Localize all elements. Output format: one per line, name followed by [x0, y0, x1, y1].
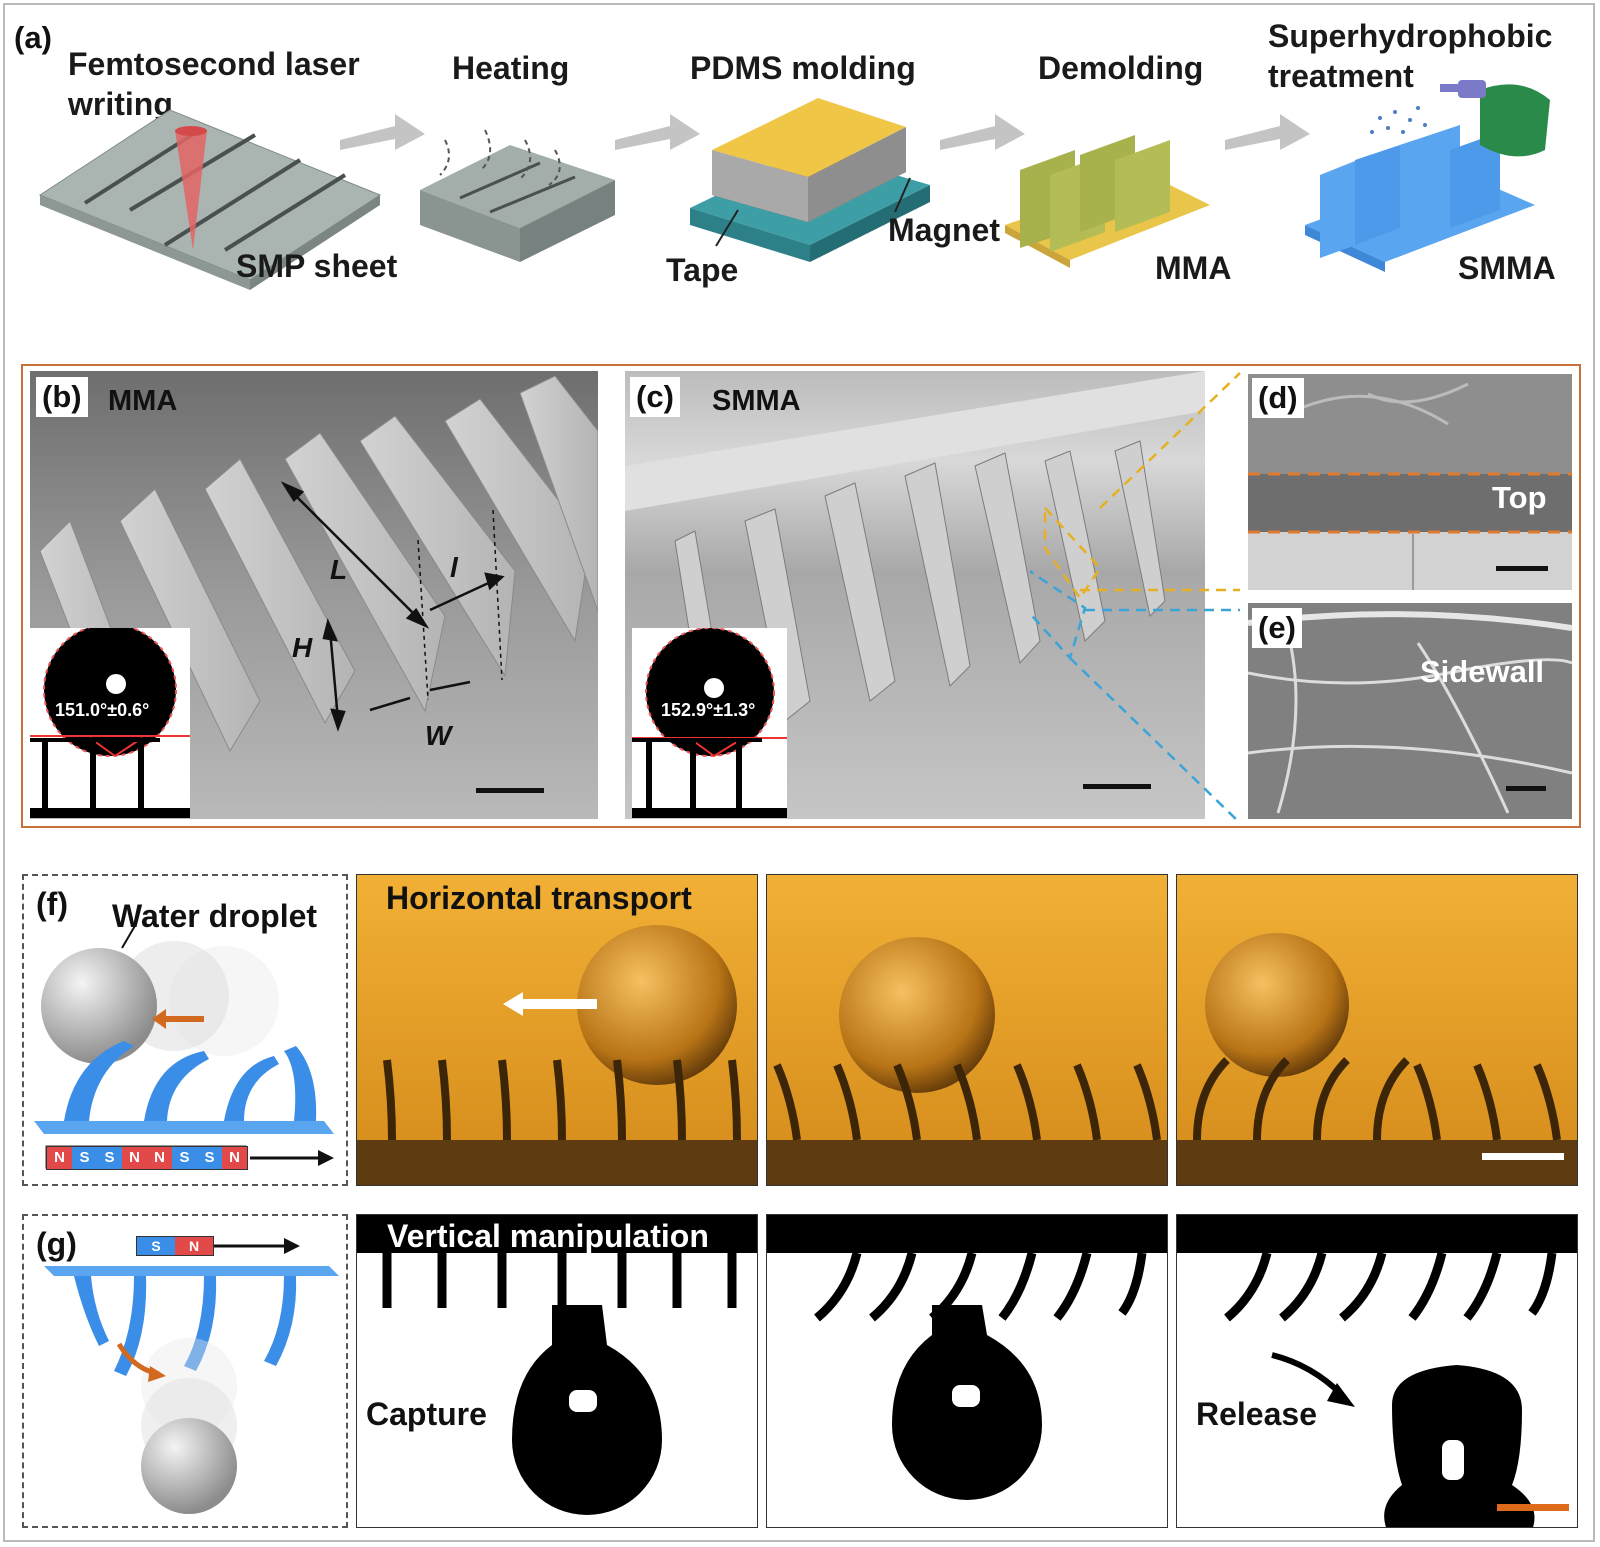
process-arrow — [940, 114, 1025, 150]
panel-e-label: Sidewall — [1420, 654, 1545, 689]
process-arrow — [615, 114, 700, 150]
transport-photo-3 — [1176, 874, 1578, 1186]
step-5-caption: SMMA — [1458, 250, 1556, 286]
tape-label: Tape — [666, 252, 739, 288]
panel-e-tag: (e) — [1252, 608, 1302, 648]
magnet-pole-n: N — [47, 1147, 72, 1169]
dim-l-small-label: l — [450, 552, 458, 583]
panel-f-schematic-box — [22, 874, 348, 1186]
manipulation-photo-2 — [766, 1214, 1168, 1528]
figure-frame — [3, 3, 1595, 1542]
step-2-title: Heating — [452, 50, 570, 86]
pdms-mold-illustration — [690, 98, 930, 262]
manipulation-photo-1 — [356, 1214, 758, 1528]
transport-photo-1 — [356, 874, 758, 1186]
magnet-pole-s: S — [172, 1147, 197, 1169]
heated-block-illustration — [420, 129, 615, 262]
dimension-annotations — [280, 481, 505, 732]
contact-angle-c: 152.9°±1.3° — [661, 700, 756, 720]
panel-e-sem-image — [1248, 603, 1572, 819]
panel-c-sem-image — [625, 371, 1205, 819]
scale-bar — [1083, 784, 1151, 789]
panel-c-label: SMMA — [712, 385, 801, 417]
mma-illustration — [1005, 135, 1210, 268]
contact-angle-b: 151.0°±0.6° — [55, 700, 150, 720]
process-arrow — [1225, 114, 1310, 150]
magnet-pole-n: N — [147, 1147, 172, 1169]
panel-a-tag: (a) — [14, 20, 52, 55]
zoom-guides — [1030, 372, 1241, 824]
smma-illustration — [1305, 106, 1535, 272]
panel-g-schematic-box — [22, 1214, 348, 1528]
magnet-pole-n: N — [222, 1147, 247, 1169]
step-5-title: Superhydrophobic treatment — [1268, 18, 1553, 94]
release-label: Release — [1196, 1396, 1317, 1432]
step-4-caption: MMA — [1155, 250, 1232, 286]
step-4-title: Demolding — [1038, 50, 1204, 86]
dim-h-label: H — [292, 632, 313, 663]
capture-label: Capture — [366, 1396, 487, 1432]
magnet-pole-n: N — [175, 1237, 213, 1255]
step-1-title: Femtosecond laser writing — [68, 46, 360, 122]
process-arrow — [340, 114, 425, 150]
magnet-pole-s: S — [97, 1147, 122, 1169]
step-3-title: PDMS molding — [690, 50, 916, 86]
magnet-pole-s: S — [197, 1147, 222, 1169]
scale-bar — [476, 788, 544, 793]
movement-arrow-icon — [250, 1150, 334, 1166]
vertical-manipulation-title: Vertical manipulation — [387, 1218, 709, 1254]
panel-d-tag: (d) — [1252, 378, 1304, 418]
manipulation-photo-3 — [1176, 1214, 1578, 1528]
horizontal-transport-schematic — [34, 923, 334, 1169]
process-schematic — [38, 80, 1550, 290]
step-1-caption: SMP sheet — [236, 248, 398, 284]
vertical-manipulation-schematic — [44, 1238, 339, 1514]
spray-bottle-icon — [1440, 80, 1550, 157]
panel-g-tag: (g) — [36, 1226, 77, 1262]
panel-b-label: MMA — [108, 385, 178, 417]
horizontal-transport-title: Horizontal transport — [386, 880, 692, 916]
dim-l-label: L — [330, 554, 348, 585]
smp-sheet-illustration — [38, 109, 382, 290]
magnet-pole-n: N — [122, 1147, 147, 1169]
panel-c-tag: (c) — [630, 377, 680, 417]
magnet-label: Magnet — [888, 212, 1000, 248]
sem-panel-border — [21, 364, 1581, 828]
contact-angle-inset-c — [632, 627, 787, 818]
dim-w-label: W — [425, 720, 452, 751]
panel-d-label: Top — [1492, 480, 1547, 515]
scale-bar — [1506, 786, 1546, 791]
transport-photo-2 — [766, 874, 1168, 1186]
water-droplet-label: Water droplet — [112, 898, 318, 934]
magnet-pole-s: S — [72, 1147, 97, 1169]
panel-f-tag: (f) — [36, 886, 68, 922]
panel-b-tag: (b) — [36, 377, 88, 417]
contact-angle-inset-b — [30, 623, 190, 818]
magnet-pole-s: S — [137, 1237, 175, 1255]
scale-bar — [1496, 566, 1548, 571]
